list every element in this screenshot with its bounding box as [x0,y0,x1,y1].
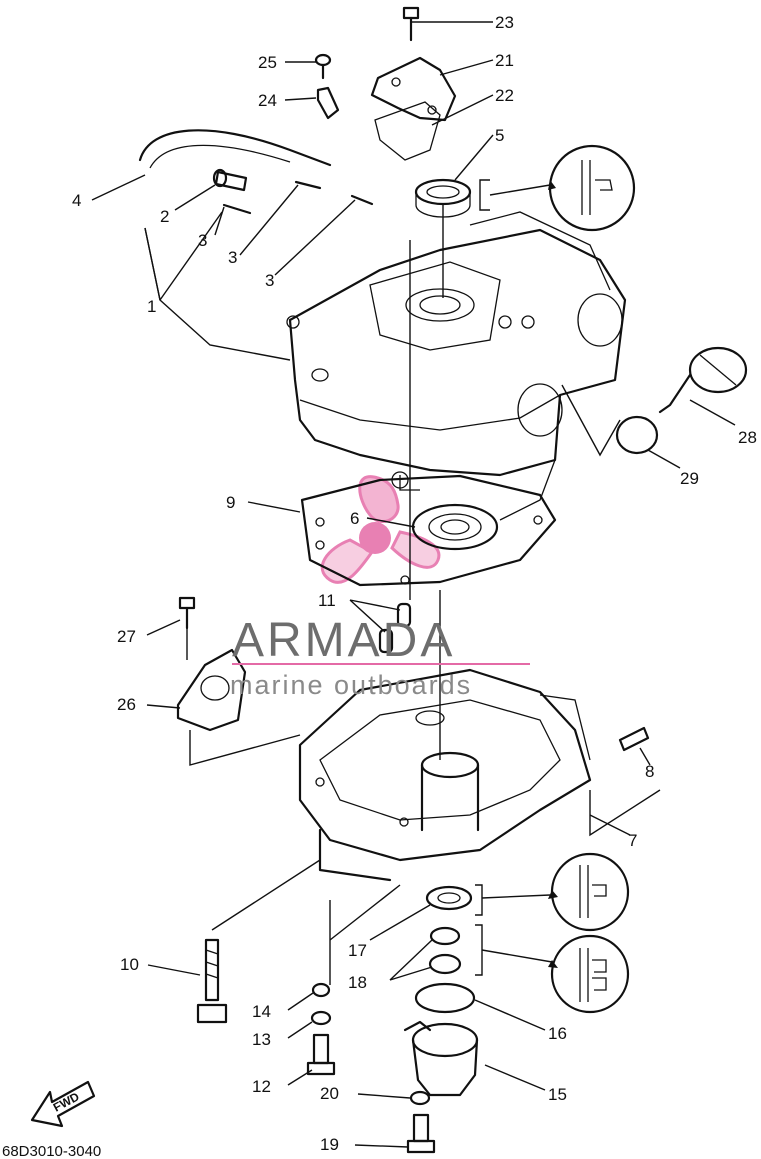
bolt-19 [406,1113,436,1154]
callout-18: 18 [348,973,367,992]
oil-seal-17 [425,885,473,911]
callout-23: 23 [495,13,514,32]
bolt-27 [178,596,196,630]
washer-14 [311,982,331,998]
callout-20: 20 [320,1084,339,1103]
callout-19: 19 [320,1135,339,1154]
leader-lines [91,21,736,1148]
inset-detail-top [548,144,636,232]
callout-12: 12 [252,1077,271,1096]
o-ring-16 [414,982,476,1014]
washer-13 [310,1010,332,1026]
cover-21 [370,56,457,122]
bolt-12 [306,1033,336,1076]
callout-21: 21 [495,51,514,70]
callout-29: 29 [680,469,699,488]
callout-4: 4 [72,191,81,210]
callout-9: 9 [226,493,235,512]
callout-24: 24 [258,91,277,110]
callout-1: 1 [147,297,156,316]
housing-15 [403,1020,479,1097]
pins-3 [222,180,374,215]
bolt-10 [196,938,228,1024]
callout-6: 6 [350,509,359,528]
callout-15: 15 [548,1085,567,1104]
callout-10: 10 [120,955,139,974]
callout-27: 27 [117,627,136,646]
crankcase-upper [286,211,627,521]
callout-13: 13 [252,1030,271,1049]
watermark-text: ARMADA marine outboards [230,614,530,700]
clip-24 [316,86,340,120]
inset-arrows [548,180,558,968]
callout-17: 17 [348,941,367,960]
callout-5: 5 [495,126,504,145]
callout-11: 11 [318,591,336,610]
callout-7: 7 [628,831,637,850]
callout-2: 2 [160,207,169,226]
bearing-6 [411,503,499,551]
inset-detail-bottom [550,934,630,1014]
callout-28: 28 [738,428,757,447]
callout-8: 8 [645,762,654,781]
bolt-2 [212,168,248,192]
callout-3c: 3 [265,271,274,290]
o-ring-29 [615,415,659,455]
callout-3b: 3 [228,248,237,267]
watermark-brand: ARMADA [232,614,455,667]
diagram-code: 68D3010-3040 [2,1143,101,1159]
bracket-26 [176,648,247,732]
screw-25 [314,53,332,80]
inset-detail-middle [550,852,630,932]
gasket-22 [374,101,441,161]
watermark-logo [320,475,441,584]
bolt-8 [618,726,650,752]
washer-20 [409,1090,431,1106]
callout-25: 25 [258,53,277,72]
gasket [300,474,557,587]
callout-22: 22 [495,86,514,105]
callout-16: 16 [548,1024,567,1043]
watermark-tagline: marine outboards [230,670,472,700]
callout-3a: 3 [198,231,207,250]
dowel-pins-11 [378,602,412,654]
crankcase-lower [298,668,592,882]
fwd-arrow-icon: FWD [30,1080,96,1128]
oil-seals-18 [428,926,462,975]
hose-4 [138,129,332,169]
callout-14: 14 [252,1002,271,1021]
screw-23 [402,6,420,42]
oil-plug-28 [658,346,748,414]
callout-26: 26 [117,695,136,714]
callout-labels: 23 21 22 5 25 24 4 2 3 3 3 1 28 29 9 6 1… [72,13,757,1154]
